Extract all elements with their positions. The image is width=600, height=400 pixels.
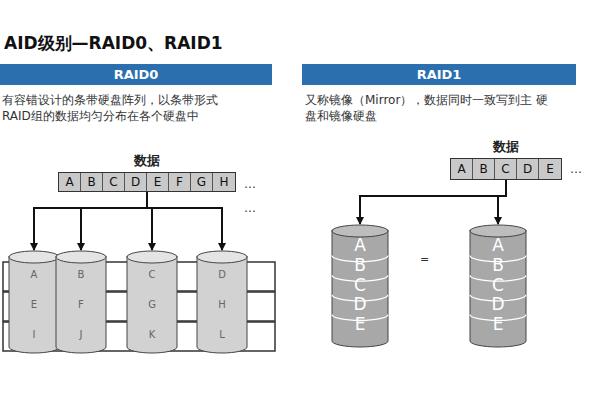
data-cell: C [495,159,517,179]
arrow-connector [34,192,147,250]
header-text: RAID1 [417,67,462,82]
data-cell: A [451,159,473,179]
disk-block-letter: E [331,316,389,333]
disk-block-letter: G [126,300,178,310]
disk-block-letter: A [469,237,527,254]
cell-letter: B [479,162,487,176]
disk-block-letter: C [331,277,389,294]
disk-block-letter: C [126,270,178,280]
disk-block-letter: E [469,316,527,333]
equals-sign: = [420,252,434,268]
cell-letter: C [501,162,509,176]
disk-block-letter: A [331,237,389,254]
data-cell: E [539,159,561,179]
cell-letter: C [109,175,117,189]
disk-block-letter: L [196,330,248,340]
data-cell: B [81,173,103,191]
block-heading: 数据 [451,138,561,156]
cell-letter: D [131,175,140,189]
disk-block-letter: D [331,296,389,313]
data-cell: E [147,173,169,191]
cell-letter: E [546,162,554,176]
description-text: 有容错设计的条带硬盘阵列，以条带形式 RAID组的数据均匀分布在各个硬盘中 [2,92,230,124]
data-cell: G [191,173,213,191]
data-cell: B [473,159,495,179]
header-text: RAID0 [114,67,159,82]
data-cell: D [517,159,539,179]
data-cell: H [213,173,235,191]
page-title: AID级别—RAID0、RAID1 [4,32,223,55]
data-cell: F [169,173,191,191]
disk-block-letter: E [8,300,60,310]
cell-letter: A [457,162,465,176]
disk-cylinder: ABCDE [469,224,527,348]
cell-letter: D [523,162,532,176]
arrow-connector [147,192,222,250]
ellipsis-mark: … [244,200,264,216]
disk-cylinder: A E I [8,250,60,354]
cell-letter: H [219,175,228,189]
disk-block-letter: H [196,300,248,310]
block-heading: 数据 [59,152,235,170]
disk-block-letter: C [469,277,527,294]
disk-block-letter: K [126,330,178,340]
disk-block-letter: B [331,257,389,274]
disk-cylinder: D H L [196,250,248,354]
cell-letter: E [154,175,162,189]
disk-cylinder: C G K [126,250,178,354]
disk-block-letter: J [55,330,107,340]
data-cell: C [103,173,125,191]
cell-letter: A [65,175,73,189]
disk-block-letter: D [469,296,527,313]
disk-block-letter: B [469,257,527,274]
ellipsis-mark: … [570,161,590,177]
disk-block-letter: I [8,330,60,340]
data-cell: D [125,173,147,191]
cell-letter: F [176,175,183,189]
arrow-connector [498,180,506,224]
disk-cylinder: B F J [55,250,107,354]
disk-cylinder: ABCDE [331,224,389,348]
disk-block-letter: B [55,270,107,280]
disk-block-letter: D [196,270,248,280]
arrow-connector [360,180,506,224]
data-block: 数据ABCDEFGH [58,172,236,192]
disk-block-letter: A [8,270,60,280]
description-text: 又称镜像（Mirror），数据同时一致写到主 硬盘和镜像硬盘 [305,92,560,124]
disk-block-letter: F [55,300,107,310]
section-header: RAID0 [0,64,272,85]
cell-letter: B [87,175,95,189]
data-cell: A [59,173,81,191]
section-header: RAID1 [302,64,576,85]
arrow-connector [81,192,147,250]
data-block: 数据ABCDE [450,158,562,180]
cell-letter: G [197,175,206,189]
ellipsis-mark: … [244,176,264,192]
